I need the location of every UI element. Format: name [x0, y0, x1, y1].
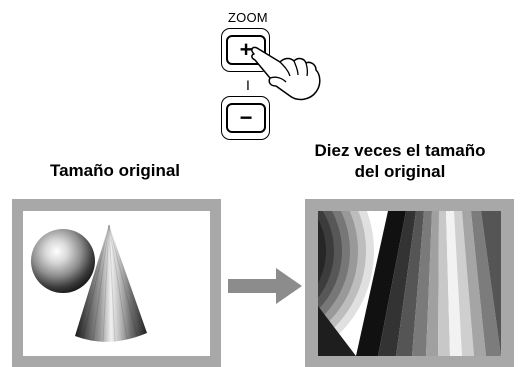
magnified-caption-line2: del original	[354, 162, 446, 181]
pointing-hand-icon	[251, 46, 321, 101]
magnified-detail-image	[318, 211, 501, 356]
original-size-caption: Tamaño original	[49, 161, 181, 180]
zoom-in-button[interactable]: +	[221, 28, 270, 72]
sphere-and-cone-image	[23, 211, 210, 356]
minus-symbol: −	[226, 103, 266, 133]
zoom-out-button[interactable]: −	[221, 96, 270, 140]
cone-shape	[75, 225, 147, 342]
right-arrow-icon	[228, 268, 302, 304]
magnified-caption: Diez veces el tamaño del original	[282, 140, 518, 182]
magnified-image-frame	[305, 199, 514, 367]
plus-symbol: +	[226, 35, 266, 65]
original-image-frame	[12, 199, 221, 367]
zoom-label: ZOOM	[228, 10, 268, 25]
zoom-separator: I	[246, 77, 250, 93]
sphere-shape	[31, 229, 95, 293]
magnified-caption-line1: Diez veces el tamaño	[314, 141, 486, 160]
